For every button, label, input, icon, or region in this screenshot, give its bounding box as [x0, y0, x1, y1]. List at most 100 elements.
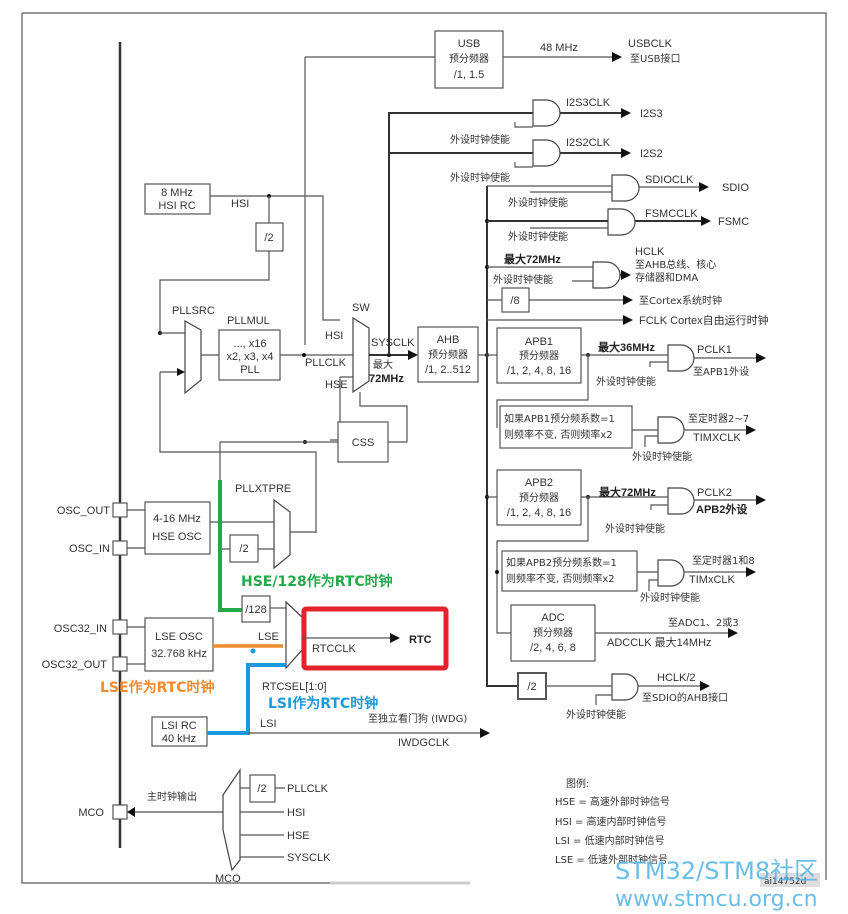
iwdgclk-label: IWDGCLK — [398, 737, 450, 749]
figure-id-label: ai14752d — [764, 877, 806, 887]
svg-text:..., x16: ..., x16 — [233, 338, 266, 350]
svg-text:外设时钟使能: 外设时钟使能 — [640, 591, 700, 604]
hsi-rc-freq: 8 MHz — [161, 187, 193, 199]
svg-text:HSE OSC: HSE OSC — [152, 531, 202, 543]
svg-text:TIMXCLK: TIMXCLK — [693, 432, 741, 444]
adc-prescaler-block: ADC 预分频器 /2, 4, 6, 8 — [510, 604, 596, 662]
svg-text:LSE OSC: LSE OSC — [155, 631, 203, 643]
adc-dest-label: 至ADC1、2或3 — [668, 617, 739, 629]
mco-mux — [222, 768, 241, 872]
sdio-gate: SDIOCLK SDIO 外设时钟使能 — [487, 174, 749, 209]
pllclk-label: PLLCLK — [305, 357, 347, 369]
svg-text:预分频器: 预分频器 — [428, 348, 468, 361]
cortex-div8: /8 至Cortex系统时钟 — [487, 287, 722, 313]
svg-text:至定时器1和8: 至定时器1和8 — [692, 554, 755, 567]
legend-item: LSI = 低速内部时钟信号 — [555, 834, 665, 847]
svg-text:外设时钟使能: 外设时钟使能 — [450, 171, 510, 184]
osc-out-label: OSC_OUT — [57, 505, 110, 517]
svg-text:TIMxCLK: TIMxCLK — [689, 574, 736, 586]
pllxtpre-mux — [273, 498, 291, 570]
apb1-prescaler-block: APB1 预分频器 /1, 2, 4, 8, 16 — [487, 327, 582, 384]
svg-text:至APB1外设: 至APB1外设 — [693, 366, 749, 378]
rtcsel-mux — [285, 600, 303, 670]
svg-text:如果APB2预分频系数=1: 如果APB2预分频系数=1 — [506, 556, 617, 569]
hsi-rc-label: HSI RC — [158, 200, 195, 212]
svg-text:HCLK/2: HCLK/2 — [657, 672, 696, 684]
osc-in-label: OSC_IN — [69, 543, 110, 555]
rtcsel-label: RTCSEL[1:0] — [262, 681, 327, 693]
pll-block: ..., x16 x2, x3, x4 PLL — [218, 329, 281, 381]
svg-text:I2S2CLK: I2S2CLK — [566, 137, 611, 149]
fsmc-gate: FSMCCLK FSMC 外设时钟使能 — [485, 208, 749, 243]
osc32-out-label: OSC32_OUT — [42, 659, 108, 671]
adcclk-label: ADCCLK 最大14MHz — [607, 635, 712, 649]
lse-osc-block: LSE OSC 32.768 kHz — [144, 617, 214, 672]
osc32-in-pin — [112, 619, 128, 635]
svg-text:外设时钟使能: 外设时钟使能 — [493, 273, 553, 286]
svg-text:USB: USB — [458, 38, 481, 50]
sw-hse-label: HSE — [325, 379, 348, 391]
watermark-title: STM32/STM8社区 — [615, 857, 818, 885]
hse128-path-highlight — [218, 480, 242, 612]
svg-text:/8: /8 — [510, 295, 519, 307]
svg-text:外设时钟使能: 外设时钟使能 — [508, 230, 568, 243]
svg-text:/1, 2..512: /1, 2..512 — [425, 364, 471, 376]
svg-text:APB1: APB1 — [525, 336, 553, 348]
hclk2-gate: HCLK/2 至SDIO的AHB接口 外设时钟使能 — [546, 672, 728, 721]
hsi-div2-block — [255, 222, 284, 252]
i2s3-gate: I2S3CLK I2S3 外设时钟使能 — [450, 97, 663, 146]
sysclk-label: SYSCLK — [371, 337, 415, 349]
iwdg-arrow — [480, 728, 490, 738]
svg-text:最大72MHz: 最大72MHz — [504, 252, 561, 266]
sysclk-max-label: 最大 — [373, 358, 393, 371]
pllxtpre-label: PLLXTPRE — [235, 483, 291, 495]
svg-text:HCLK: HCLK — [635, 246, 665, 258]
svg-text:预分频器: 预分频器 — [533, 626, 573, 639]
sw-mux — [352, 316, 370, 394]
css-block — [337, 421, 389, 463]
diagram-frame — [21, 12, 827, 884]
osc-out-pin — [112, 502, 128, 518]
svg-text:则频率不变, 否则频率x2: 则频率不变, 否则频率x2 — [506, 572, 615, 585]
lsi-rc-block: LSI RC 40 kHz — [151, 716, 208, 747]
svg-text:SDIO: SDIO — [722, 182, 749, 194]
watermark-url: www.stmcu.org.cn — [615, 887, 818, 912]
hse-div128-block — [241, 595, 271, 623]
mco-hse-label: HSE — [287, 830, 310, 842]
svg-text:4-16 MHz: 4-16 MHz — [153, 513, 201, 525]
hse-osc-block: 4-16 MHz HSE OSC — [144, 501, 211, 555]
svg-text:40 kHz: 40 kHz — [162, 733, 196, 745]
svg-text:/2: /2 — [239, 543, 248, 555]
svg-text:/1, 1.5: /1, 1.5 — [454, 69, 485, 81]
osc32-in-label: OSC32_IN — [54, 623, 107, 635]
hsi-label: HSI — [231, 198, 249, 210]
mco-div2-block — [249, 774, 276, 803]
svg-text:预分频器: 预分频器 — [519, 491, 559, 504]
timxclk2-gate: 至定时器1和8 TIMxCLK 外设时钟使能 — [637, 554, 756, 604]
svg-text:AHB: AHB — [437, 334, 460, 346]
lsi-path-highlight — [207, 663, 286, 735]
svg-text:CSS: CSS — [352, 437, 375, 449]
svg-text:PCLK2: PCLK2 — [697, 487, 732, 499]
hclk-gate: 最大72MHz 外设时钟使能 HCLK 至AHB总线、核心 存储器和DMA — [485, 246, 716, 289]
hsi-div2-label: /2 — [264, 232, 273, 244]
pclk1-gate: PCLK1 至APB1外设 外设时钟使能 — [596, 344, 766, 388]
svg-text:外设时钟使能: 外设时钟使能 — [605, 522, 665, 535]
svg-text:外设时钟使能: 外设时钟使能 — [508, 196, 568, 209]
lse-label: LSE — [258, 631, 279, 643]
usb-freq-label: 48 MHz — [540, 42, 578, 54]
pclk2-gate: PCLK2 APB2外设 外设时钟使能 — [605, 487, 766, 535]
apb2-prescaler-block: APB2 预分频器 /1, 2, 4, 8, 16 — [487, 469, 582, 526]
legend-item: LSE = 低速外部时钟信号 — [555, 853, 668, 866]
svg-text:外设时钟使能: 外设时钟使能 — [596, 375, 656, 388]
svg-text:存储器和DMA: 存储器和DMA — [635, 271, 698, 284]
svg-text:APB2: APB2 — [525, 477, 553, 489]
svg-text:则频率不变, 否则频率x2: 则频率不变, 否则频率x2 — [504, 428, 613, 441]
mco-hsi-label: HSI — [287, 807, 305, 819]
svg-text:ADC: ADC — [541, 612, 564, 624]
mco-pin — [112, 804, 128, 820]
lsi-annotation: LSI作为RTC时钟 — [268, 695, 378, 712]
svg-text:/2: /2 — [527, 681, 536, 693]
i2s2-gate: I2S2CLK I2S2 外设时钟使能 — [450, 137, 663, 184]
legend-title: 图例: — [566, 777, 589, 790]
